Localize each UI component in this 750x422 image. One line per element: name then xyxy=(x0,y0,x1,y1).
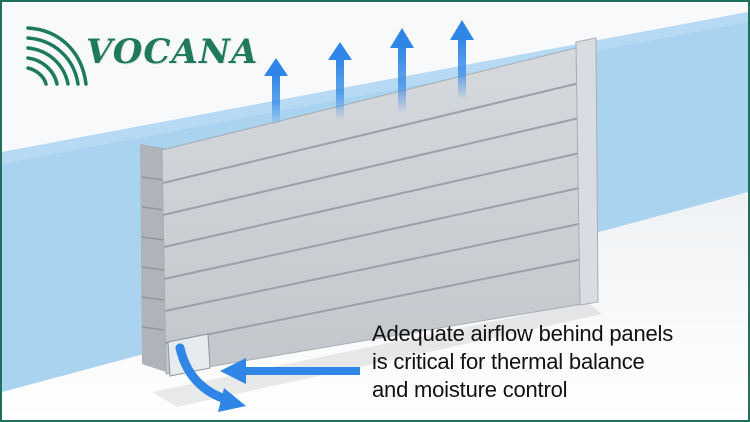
airflow-up-arrows xyxy=(264,20,474,126)
airflow-up-arrow xyxy=(450,20,474,100)
airflow-up-arrow xyxy=(264,58,288,126)
airflow-curve-arrow xyxy=(175,343,246,412)
brand-name: VOCANA xyxy=(86,32,259,72)
panel-floor-shadow xyxy=(152,302,602,407)
airflow-up-arrow xyxy=(328,42,352,120)
panel-end-ribs xyxy=(141,176,165,331)
signal-waves-icon xyxy=(26,26,88,86)
caption-line: and moisture control xyxy=(372,377,568,402)
caption-line: is critical for thermal balance xyxy=(372,349,645,374)
pointer-arrow xyxy=(220,358,360,384)
brand-logo xyxy=(20,18,240,98)
caption-line: Adequate airflow behind panels xyxy=(372,321,674,346)
panel-end-profile xyxy=(140,144,166,372)
airflow-caption: Adequate airflow behind panels is critic… xyxy=(372,320,744,404)
airflow-up-arrow xyxy=(390,28,414,114)
panel-grooves xyxy=(162,79,594,344)
panel-end-cap xyxy=(575,37,599,306)
wall-highlight xyxy=(2,12,748,164)
